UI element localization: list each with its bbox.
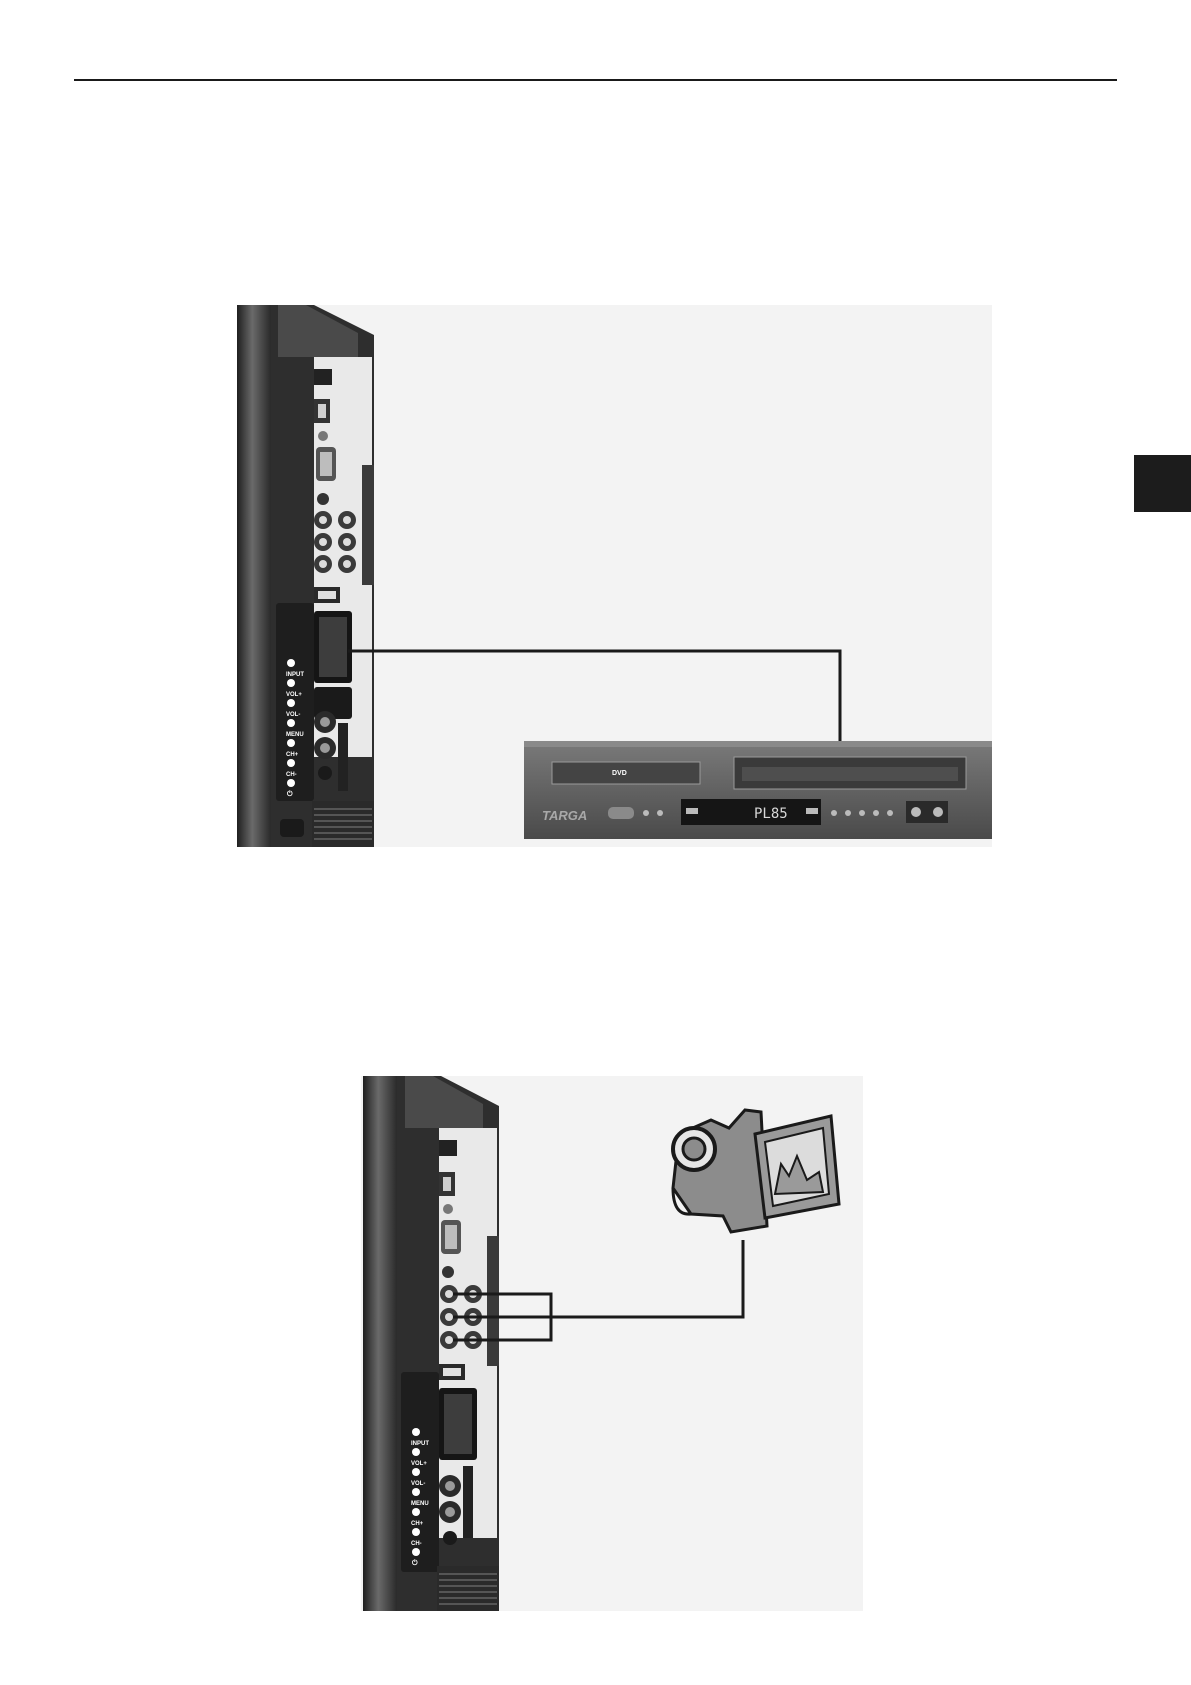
tv-button-volup-label: VOL+ <box>286 692 302 698</box>
header-rule <box>74 79 1117 81</box>
scart-connection-illustration: INPUT VOL+ VOL- MENU CH+ CH- ⏻ <box>234 305 992 847</box>
tv-side-panel: INPUT VOL+ VOL- MENU CH+ CH- ⏻ <box>234 305 374 847</box>
figure-scart-connection: INPUT VOL+ VOL- MENU CH+ CH- ⏻ <box>234 305 992 847</box>
tv2-button-power-label: ⏻ <box>412 1559 418 1567</box>
figure-camcorder-connection: INPUT VOL+ VOL- MENU CH+ CH- ⏻ <box>361 1076 863 1611</box>
dvd-tray-label: DVD <box>612 770 627 777</box>
tv-button-voldown-label: VOL- <box>286 712 300 718</box>
tv2-button-voldown-label: VOL- <box>411 1481 425 1487</box>
speaker-grille <box>312 801 374 847</box>
front-display-readout: PL85 <box>754 806 788 822</box>
tv2-button-volup-label: VOL+ <box>411 1461 427 1467</box>
tv-side-panel-2: INPUT VOL+ VOL- MENU CH+ CH- ⏻ <box>363 1076 499 1611</box>
section-tab-marker <box>1134 455 1191 512</box>
dvd-vcr-recorder: DVD TARGA PL85 <box>524 741 992 839</box>
front-display <box>681 799 821 825</box>
tv-button-chup-label: CH+ <box>286 752 299 758</box>
tv2-button-chdown-label: CH- <box>411 1541 422 1547</box>
tv-button-power-label: ⏻ <box>287 790 293 798</box>
tv2-button-menu-label: MENU <box>411 1501 429 1507</box>
tv2-button-input-label: INPUT <box>411 1441 429 1447</box>
camcorder-icon <box>673 1110 839 1232</box>
scart-cable <box>348 651 840 741</box>
tv-button-menu-label: MENU <box>286 732 304 738</box>
scart-socket <box>314 611 352 683</box>
tv2-button-chup-label: CH+ <box>411 1521 424 1527</box>
dvd-vcr-brand: TARGA <box>542 808 587 823</box>
tv-button-input-label: INPUT <box>286 672 304 678</box>
tv-button-chdown-label: CH- <box>286 772 297 778</box>
camcorder-connection-illustration: INPUT VOL+ VOL- MENU CH+ CH- ⏻ <box>361 1076 863 1611</box>
speaker-grille-2 <box>437 1566 499 1611</box>
